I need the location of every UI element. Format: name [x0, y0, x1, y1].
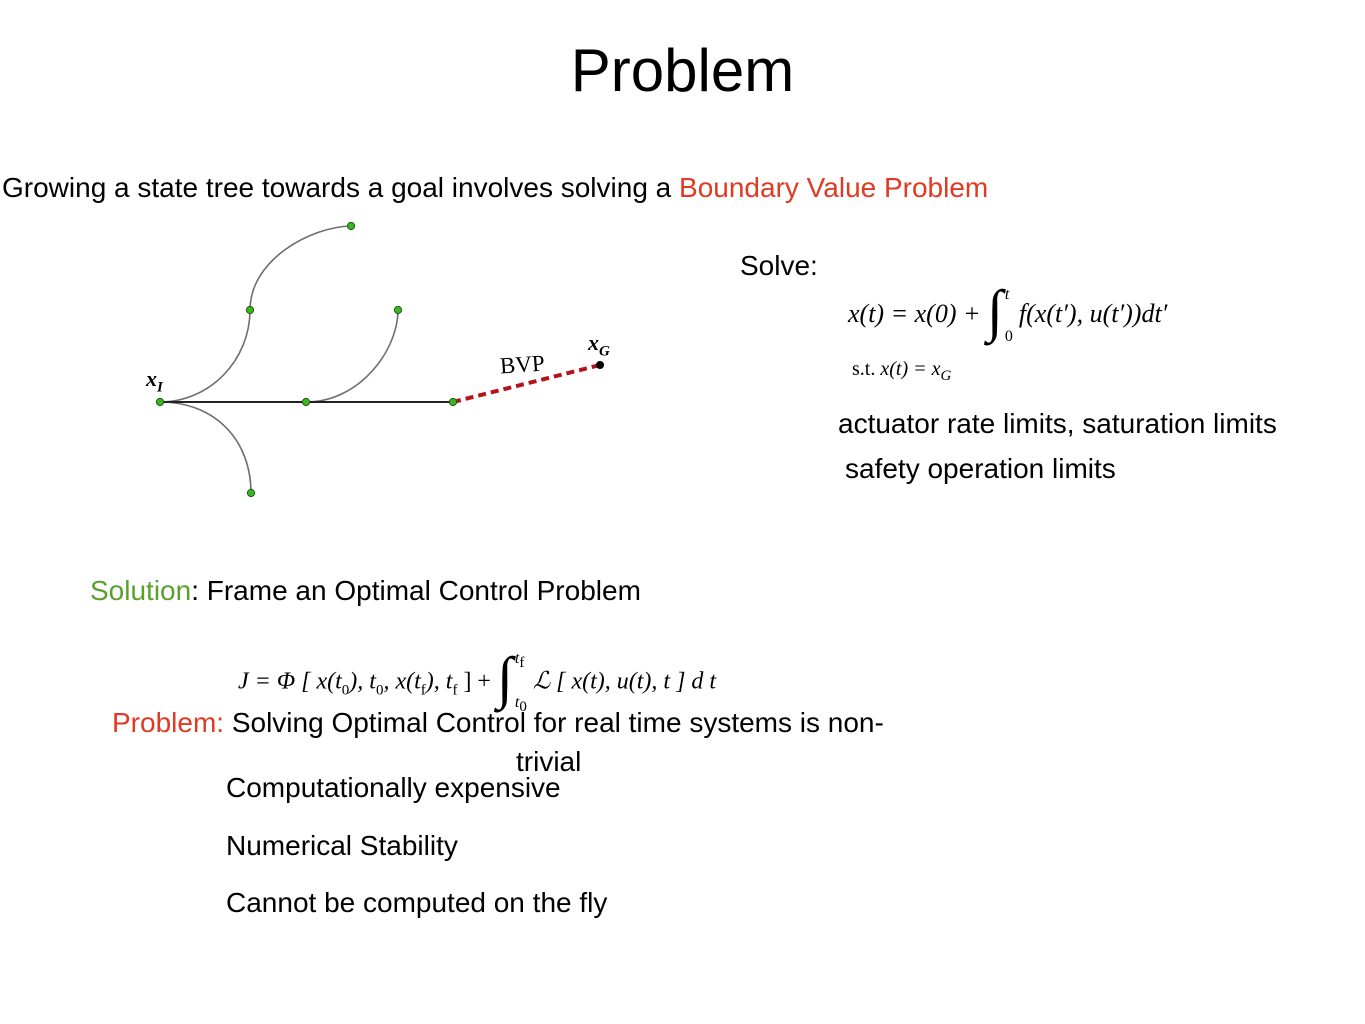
solution-prefix: Solution	[90, 575, 192, 606]
equation-lhs: x(t) = x(0) +	[848, 298, 988, 328]
solution-text: : Frame an Optimal Control Problem	[191, 575, 641, 606]
tree-node-start	[155, 397, 165, 407]
goal-node	[596, 361, 604, 369]
problem-line: Problem: Solving Optimal Control for rea…	[112, 707, 884, 739]
tree-node-e	[448, 397, 458, 407]
tree-node-f	[246, 488, 256, 498]
tree-edge-upper-arc	[159, 309, 251, 403]
tree-node-c	[393, 305, 403, 315]
equation-integrand: f(x(t′), u(t′))dt′	[1018, 298, 1168, 328]
solution-line: Solution: Frame an Optimal Control Probl…	[90, 575, 641, 607]
problem-prefix: Problem:	[112, 707, 225, 738]
constraint-safety: safety operation limits	[845, 453, 1116, 484]
tree-node-b	[346, 221, 356, 231]
tree-edge-lower-arc	[159, 401, 252, 494]
goal-node-label: xG	[588, 330, 610, 360]
problem-text: Solving Optimal Control for real time sy…	[224, 707, 884, 738]
integral-sign-icon: ∫	[987, 277, 1003, 343]
tree-node-d	[301, 397, 311, 407]
issue-numerical-stability: Numerical Stability	[226, 830, 458, 861]
intro-line: Growing a state tree towards a goal invo…	[2, 172, 988, 204]
slide-title: Problem	[570, 37, 795, 104]
tree-edge-top-arc	[249, 225, 352, 311]
issue-not-on-the-fly: Cannot be computed on the fly	[226, 887, 608, 918]
problem-continuation: trivial	[516, 746, 582, 777]
bvp-label: BVP	[499, 350, 546, 379]
intro-text: Growing a state tree towards a goal invo…	[2, 172, 680, 203]
intro-highlight: Boundary Value Problem	[679, 172, 989, 203]
start-node-label: xI	[146, 366, 163, 396]
boundary-condition: s.t. x(t) = xG	[852, 358, 952, 384]
tree-edge-mid-arc	[305, 309, 399, 403]
state-tree-diagram	[155, 221, 604, 498]
solve-label: Solve:	[740, 250, 818, 281]
issue-computationally-expensive: Computationally expensive	[226, 772, 561, 803]
tree-node-a	[245, 305, 255, 315]
constraint-actuator: actuator rate limits, saturation limits	[838, 408, 1277, 439]
cost-integral-sign-icon: ∫	[496, 644, 513, 710]
